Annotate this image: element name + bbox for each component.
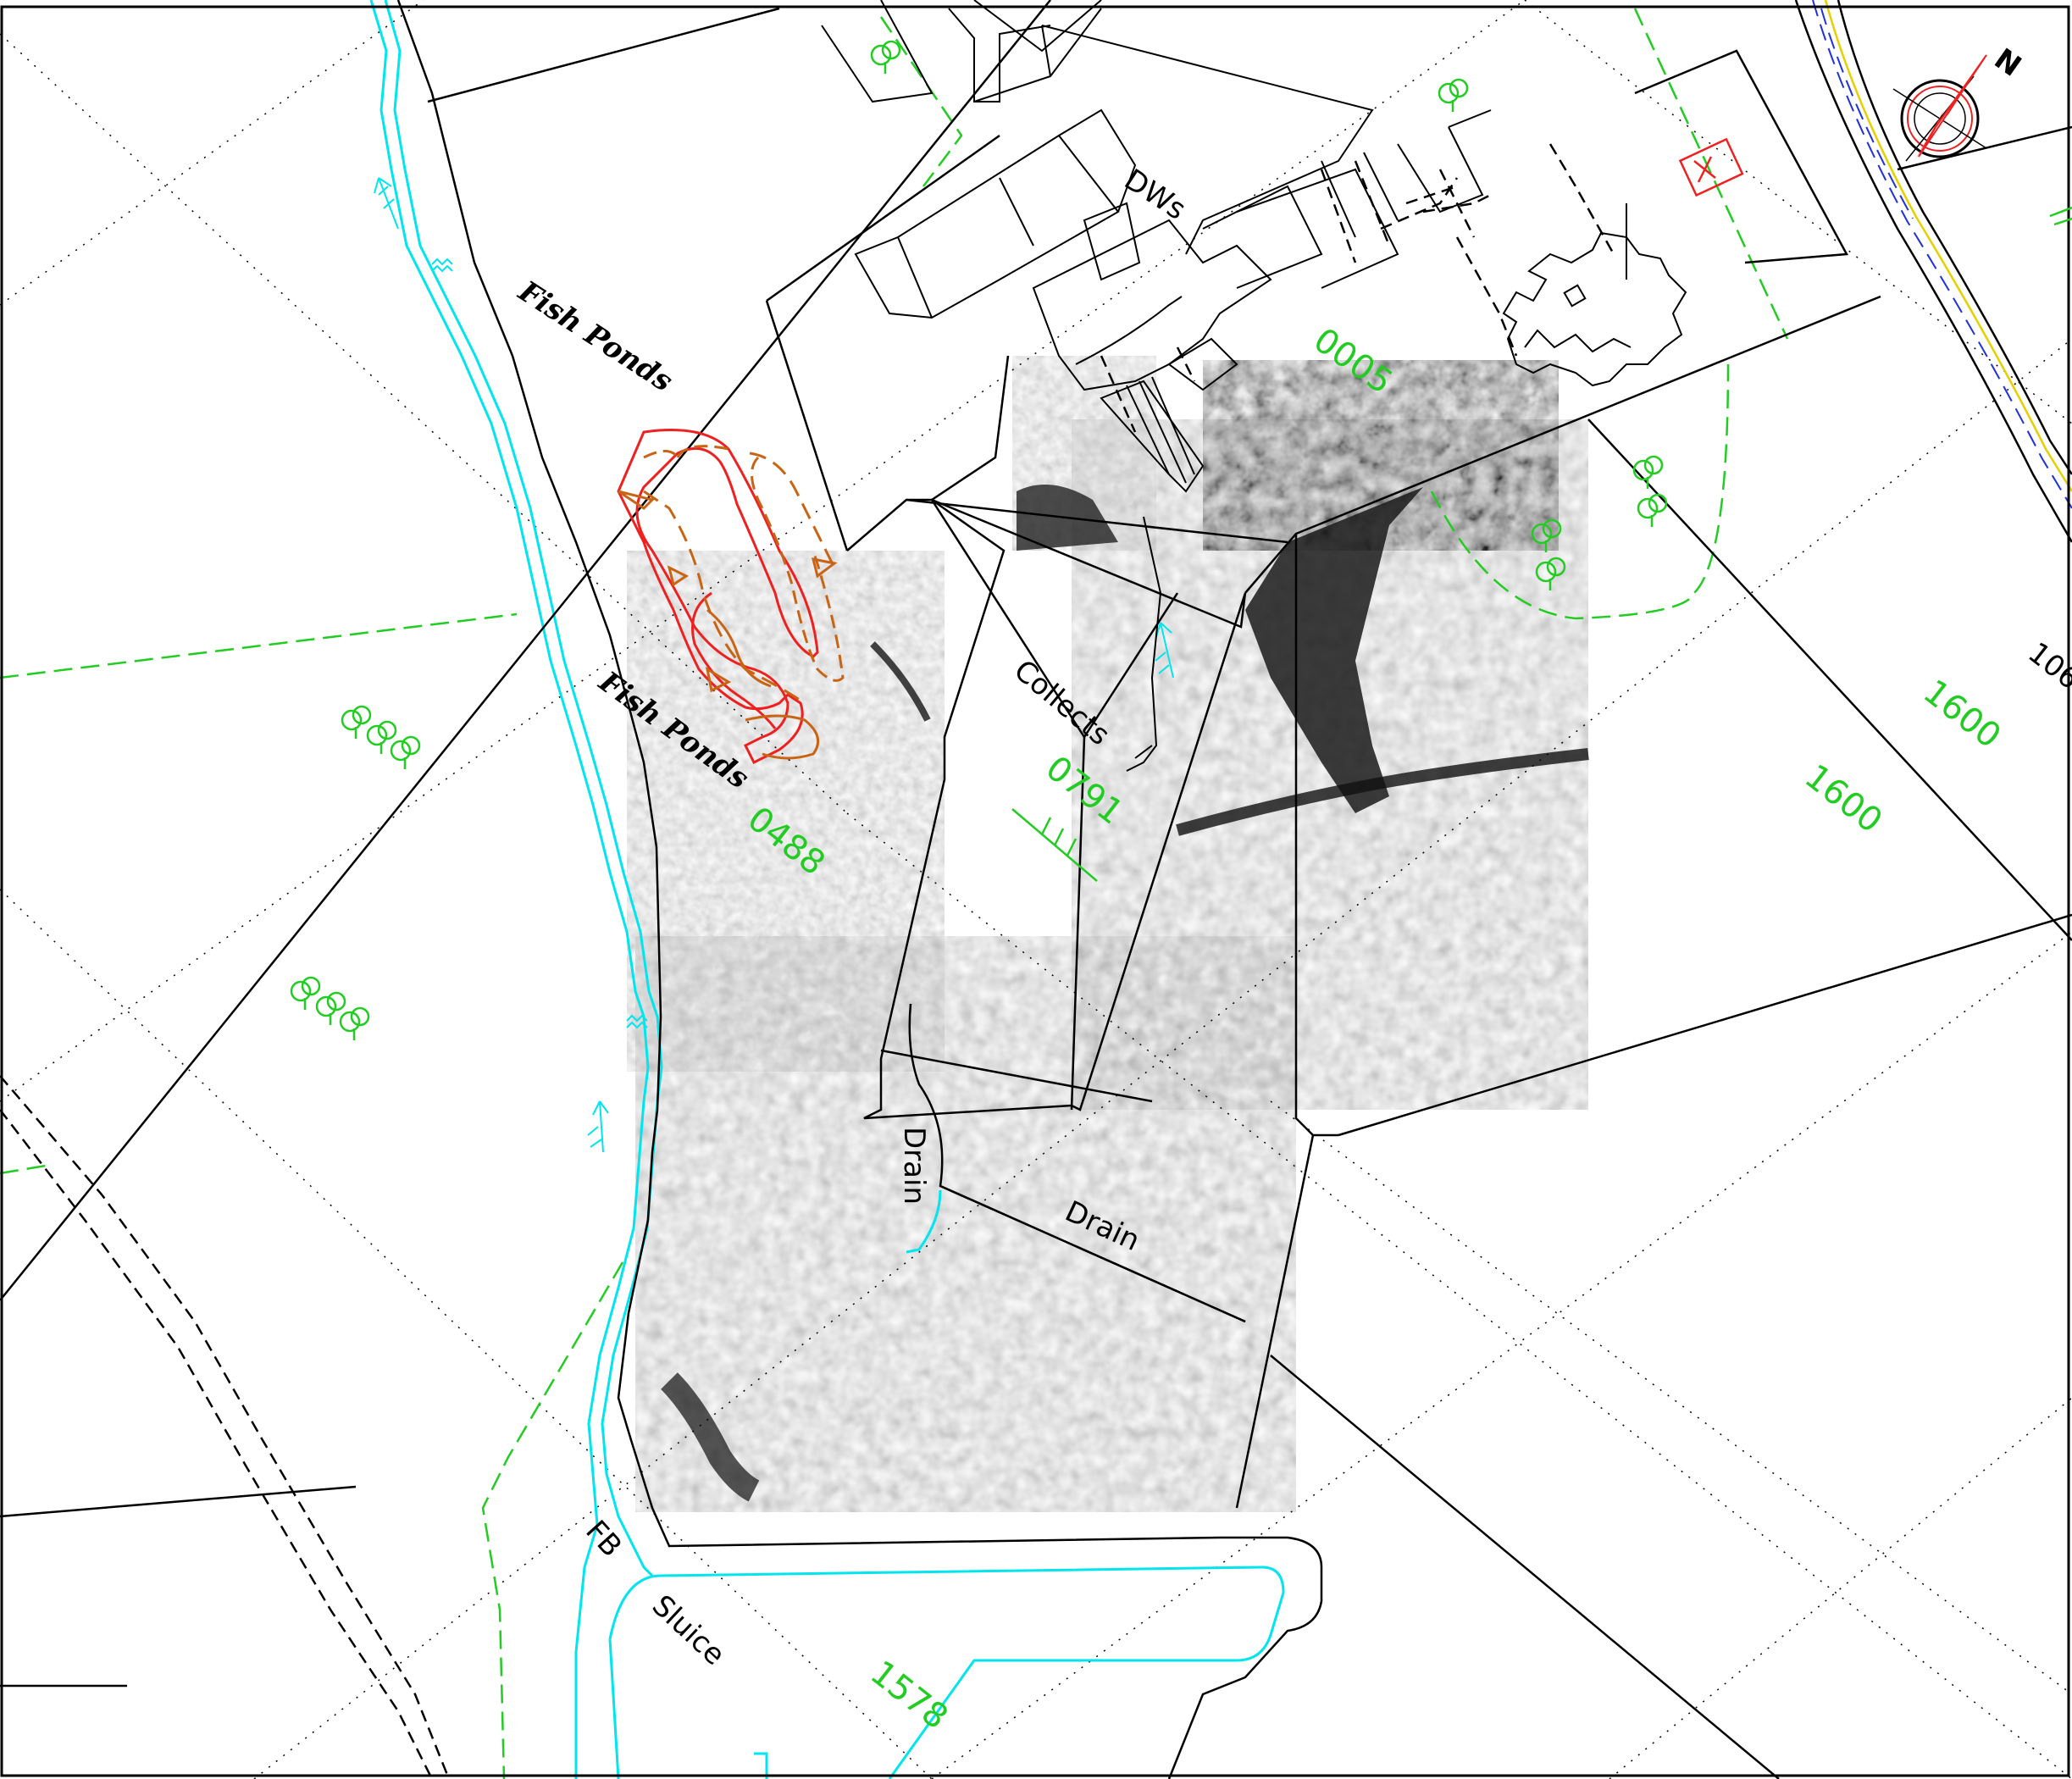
parcel-1600-a: 1600 (1916, 673, 2008, 756)
farm-building-dashed (0, 143, 1615, 1779)
label-fish-ponds-upper: Fish Ponds (512, 274, 679, 398)
field-boundaries-green (0, 8, 1789, 1779)
geophysics-survey-raster (627, 356, 1589, 1512)
embankment-symbol (1011, 206, 2072, 882)
farm-buildings (821, 0, 1627, 772)
watercourse (369, 0, 1285, 1779)
label-drain-vertical: Drain (897, 1127, 931, 1205)
label-edge-number: 106 (2021, 636, 2072, 696)
raster-patch-dark-channel (1245, 487, 1423, 813)
drain-line (908, 1003, 1246, 1323)
crenellated-structure (1502, 231, 1687, 387)
raster-patch-dark-north (1203, 360, 1559, 551)
small-building-x (1678, 137, 1744, 197)
label-sluice: Sluice (645, 1588, 732, 1672)
tree-icon (870, 40, 901, 75)
fishpond-features-orange (618, 445, 845, 760)
road (1794, 0, 2072, 543)
parcel-1600-b: 1600 (1798, 757, 1890, 841)
tree-icon (1438, 78, 1469, 114)
label-collects: Collects (1007, 653, 1116, 752)
raster-patch-south (635, 936, 1296, 1512)
parcel-1578: 1578 (863, 1654, 956, 1737)
north-letter: N (1988, 42, 2027, 84)
